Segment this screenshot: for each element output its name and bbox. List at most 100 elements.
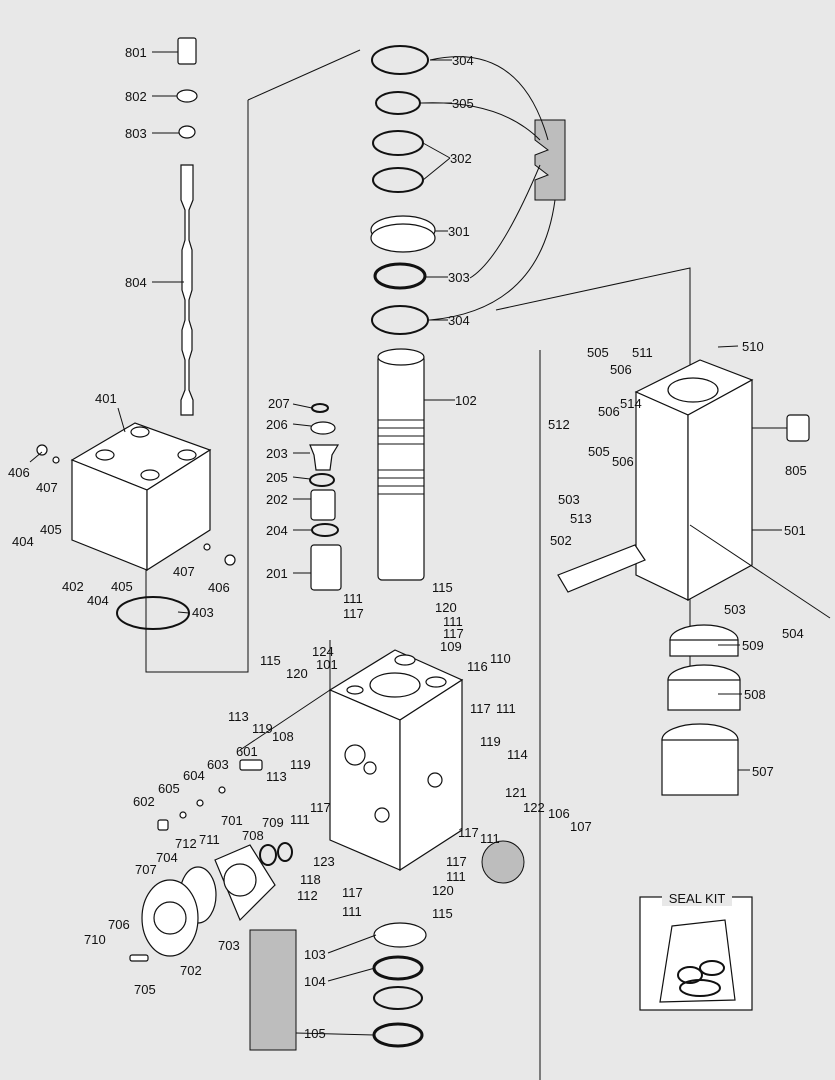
label-111a: 111 bbox=[343, 591, 363, 606]
valve-assembly bbox=[309, 403, 342, 591]
part-803 bbox=[178, 125, 196, 139]
oring-403 bbox=[116, 596, 190, 630]
label-111c: 111 bbox=[496, 701, 516, 716]
label-506a: 506 bbox=[610, 362, 632, 377]
label-304a: 304 bbox=[452, 53, 474, 68]
cylinder-101 bbox=[328, 649, 525, 884]
label-802: 802 bbox=[125, 89, 147, 104]
label-112: 112 bbox=[297, 888, 318, 903]
label-107: 107 bbox=[570, 819, 592, 834]
label-111e: 111 bbox=[480, 831, 500, 846]
label-117f: 117 bbox=[446, 854, 467, 869]
label-804: 804 bbox=[125, 275, 147, 290]
label-115c: 115 bbox=[432, 906, 453, 921]
label-119b: 119 bbox=[480, 734, 501, 749]
label-118: 118 bbox=[300, 872, 321, 887]
label-509: 509 bbox=[742, 638, 764, 653]
label-120c: 120 bbox=[432, 883, 454, 898]
label-101: 101 bbox=[316, 657, 338, 672]
label-204: 204 bbox=[266, 523, 288, 538]
seal-kit-box: SEAL KIT bbox=[639, 890, 753, 1011]
label-113b: 113 bbox=[266, 769, 287, 784]
label-709: 709 bbox=[262, 815, 284, 830]
leader-lines bbox=[29, 51, 787, 1036]
label-501: 501 bbox=[784, 523, 806, 538]
label-402: 402 bbox=[62, 579, 84, 594]
label-116: 116 bbox=[467, 659, 488, 674]
label-108: 108 bbox=[272, 729, 294, 744]
label-701: 701 bbox=[221, 813, 243, 828]
block-assembly bbox=[36, 422, 236, 630]
label-405a: 405 bbox=[40, 522, 62, 537]
label-507: 507 bbox=[752, 764, 774, 779]
part-number-labels: 801 802 803 804 401 406 407 405 404 402 … bbox=[8, 45, 807, 1041]
label-703: 703 bbox=[218, 938, 240, 953]
label-710: 710 bbox=[84, 932, 106, 947]
label-405b: 405 bbox=[111, 579, 133, 594]
label-707: 707 bbox=[135, 862, 157, 877]
label-110: 110 bbox=[490, 651, 511, 666]
label-103: 103 bbox=[304, 947, 326, 962]
label-302: 302 bbox=[450, 151, 472, 166]
label-406a: 406 bbox=[8, 465, 30, 480]
label-603: 603 bbox=[207, 757, 229, 772]
label-506b: 506 bbox=[598, 404, 620, 419]
seal-section-detail bbox=[534, 119, 566, 201]
label-304b: 304 bbox=[448, 313, 470, 328]
label-401: 401 bbox=[95, 391, 117, 406]
label-404a: 404 bbox=[12, 534, 34, 549]
label-407b: 407 bbox=[173, 564, 195, 579]
label-604: 604 bbox=[183, 768, 205, 783]
label-121: 121 bbox=[505, 785, 527, 800]
label-303: 303 bbox=[448, 270, 470, 285]
label-207: 207 bbox=[268, 396, 290, 411]
label-601: 601 bbox=[236, 744, 258, 759]
label-404b: 404 bbox=[87, 593, 109, 608]
label-104: 104 bbox=[304, 974, 326, 989]
label-505a: 505 bbox=[587, 345, 609, 360]
label-119c: 119 bbox=[290, 757, 311, 772]
label-705: 705 bbox=[134, 982, 156, 997]
label-106: 106 bbox=[548, 806, 570, 821]
label-704: 704 bbox=[156, 850, 178, 865]
rod-assembly bbox=[176, 37, 198, 416]
label-702: 702 bbox=[180, 963, 202, 978]
lower-seals bbox=[249, 922, 427, 1051]
label-120a: 120 bbox=[435, 600, 457, 615]
label-711: 711 bbox=[199, 832, 220, 847]
plug-assembly bbox=[157, 759, 263, 831]
label-803: 803 bbox=[125, 126, 147, 141]
label-514: 514 bbox=[620, 396, 642, 411]
label-513: 513 bbox=[570, 511, 592, 526]
label-122: 122 bbox=[523, 800, 545, 815]
label-115a: 115 bbox=[432, 580, 453, 595]
label-203: 203 bbox=[266, 446, 288, 461]
label-109: 109 bbox=[440, 639, 462, 654]
seal-stack bbox=[370, 45, 566, 335]
label-105: 105 bbox=[304, 1026, 326, 1041]
label-510: 510 bbox=[742, 339, 764, 354]
part-804 bbox=[180, 164, 194, 416]
label-205: 205 bbox=[266, 470, 288, 485]
label-605: 605 bbox=[158, 781, 180, 796]
block-401-side bbox=[146, 448, 211, 572]
label-602: 602 bbox=[133, 794, 155, 809]
label-117c: 117 bbox=[470, 701, 491, 716]
label-801: 801 bbox=[125, 45, 147, 60]
label-117d: 117 bbox=[310, 800, 331, 815]
label-512: 512 bbox=[548, 417, 570, 432]
seal-kit-title: SEAL KIT bbox=[669, 891, 726, 906]
label-503b: 503 bbox=[724, 602, 746, 617]
label-301: 301 bbox=[448, 224, 470, 239]
label-502: 502 bbox=[550, 533, 572, 548]
label-111d: 111 bbox=[290, 812, 310, 827]
label-708: 708 bbox=[242, 828, 264, 843]
label-111b: 111 bbox=[443, 614, 463, 629]
label-406b: 406 bbox=[208, 580, 230, 595]
label-506c: 506 bbox=[612, 454, 634, 469]
label-511: 511 bbox=[632, 345, 653, 360]
label-113a: 113 bbox=[228, 709, 249, 724]
label-505b: 505 bbox=[588, 444, 610, 459]
label-805: 805 bbox=[785, 463, 807, 478]
